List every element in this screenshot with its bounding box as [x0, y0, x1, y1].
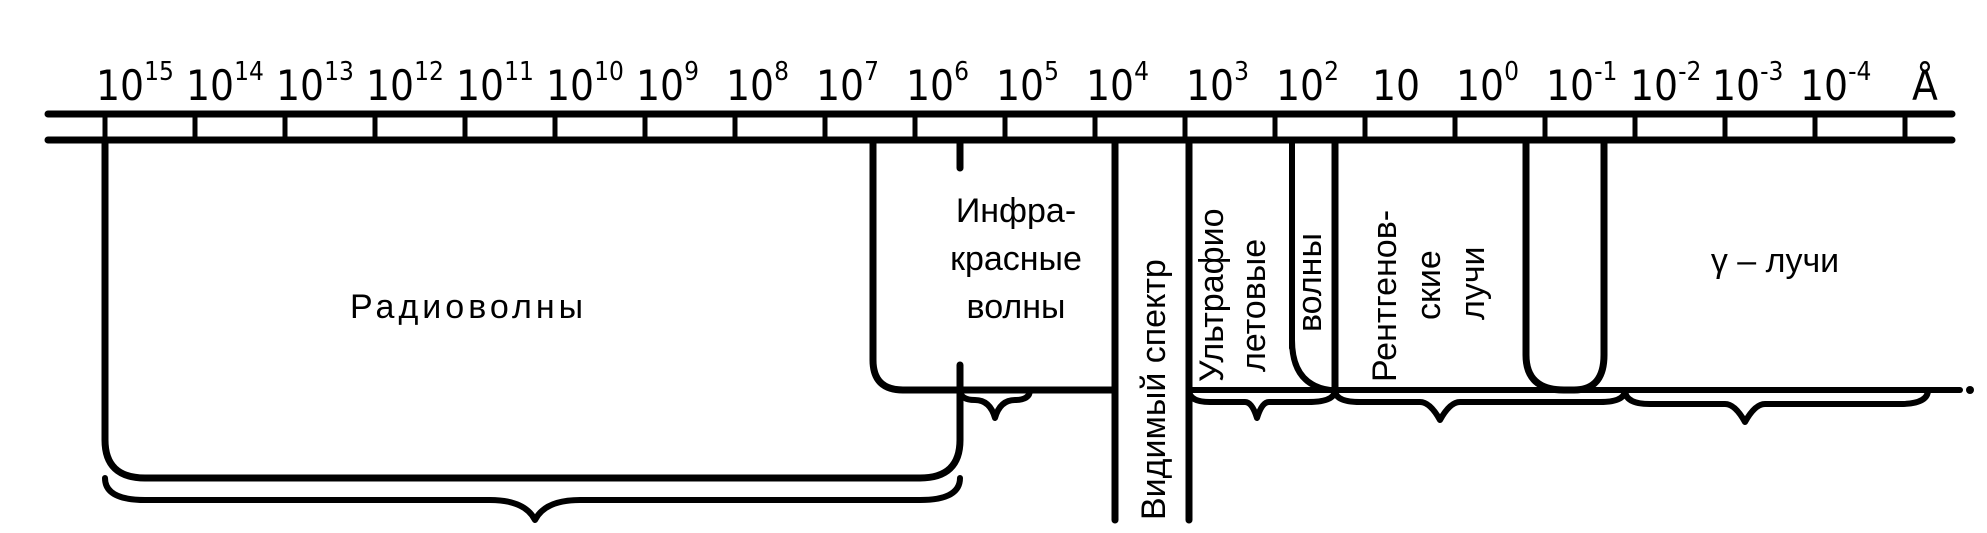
- tick-label-1e2: 102: [1276, 57, 1339, 110]
- unit-label-angstrom: Å: [1912, 60, 1938, 110]
- ultraviolet-label-line1: Ультрафио: [1193, 209, 1231, 383]
- ultraviolet-label-line2: летовые: [1235, 239, 1273, 372]
- tick-label-1e-2: 10-2: [1630, 57, 1701, 110]
- tick-label-1e14: 1014: [186, 57, 264, 110]
- ultraviolet-brace: [1186, 387, 1338, 421]
- region-ultraviolet: Ультрафио летовые волны: [1186, 137, 1338, 421]
- tick-label-10: 10: [1372, 61, 1420, 110]
- infrared-label-line3: волны: [967, 288, 1066, 326]
- gamma-boundary: [1522, 136, 1608, 394]
- tick-label-1e-1: 10-1: [1546, 57, 1617, 110]
- tick-label-1e3: 103: [1186, 57, 1249, 110]
- scale-labels: 1015 1014 1013 1012 1011 1010 109 108 10…: [96, 57, 1938, 110]
- infrared-label-line2: красные: [950, 240, 1082, 278]
- tick-label-1e13: 1013: [276, 57, 354, 110]
- tick-label-1e12: 1012: [366, 57, 444, 110]
- infrared-label-line1: Инфра-: [956, 192, 1076, 230]
- tick-label-1e9: 109: [636, 57, 699, 110]
- tick-label-1e0: 100: [1456, 57, 1519, 110]
- tick-label-1e-4: 10-4: [1800, 57, 1871, 110]
- tick-label-1e4: 104: [1086, 57, 1149, 110]
- region-radio: Радиоволны: [101, 136, 964, 523]
- region-visible: Видимый спектр: [1111, 136, 1193, 524]
- ultraviolet-divider-curve: [1289, 337, 1333, 393]
- region-gamma: γ – лучи: [1522, 136, 1974, 425]
- xray-label-line1: Рентгенов-: [1366, 210, 1404, 382]
- infrared-brace: [957, 387, 1033, 421]
- xray-label-line2: ские: [1410, 250, 1448, 320]
- ultraviolet-label-line3: волны: [1291, 233, 1329, 332]
- gamma-brace: [1622, 387, 1931, 425]
- radio-boundary: [101, 136, 964, 482]
- region-xray: Рентгенов- ские лучи: [1331, 136, 1963, 423]
- gamma-label: γ – лучи: [1711, 242, 1839, 280]
- tick-label-1e7: 107: [816, 57, 879, 110]
- scale-ticks: [102, 114, 1908, 140]
- baseline-end-dot: [1966, 386, 1974, 394]
- tick-label-1e-3: 10-3: [1712, 57, 1783, 110]
- scale-bar: [44, 110, 1956, 144]
- region-infrared: Инфра- красные волны: [869, 136, 1119, 421]
- radio-brace: [102, 475, 963, 523]
- infrared-boundary: [869, 136, 1119, 394]
- visible-label: Видимый спектр: [1135, 259, 1173, 520]
- xray-brace: [1332, 387, 1628, 423]
- radio-label: Радиоволны: [350, 288, 587, 326]
- xray-label-line3: лучи: [1454, 246, 1492, 320]
- tick-label-1e6: 106: [906, 57, 969, 110]
- tick-label-1e5: 105: [996, 57, 1059, 110]
- tick-label-1e15: 1015: [96, 57, 174, 110]
- tick-label-1e8: 108: [726, 57, 789, 110]
- tick-label-1e10: 1010: [546, 57, 624, 110]
- tick-label-1e11: 1011: [456, 57, 534, 110]
